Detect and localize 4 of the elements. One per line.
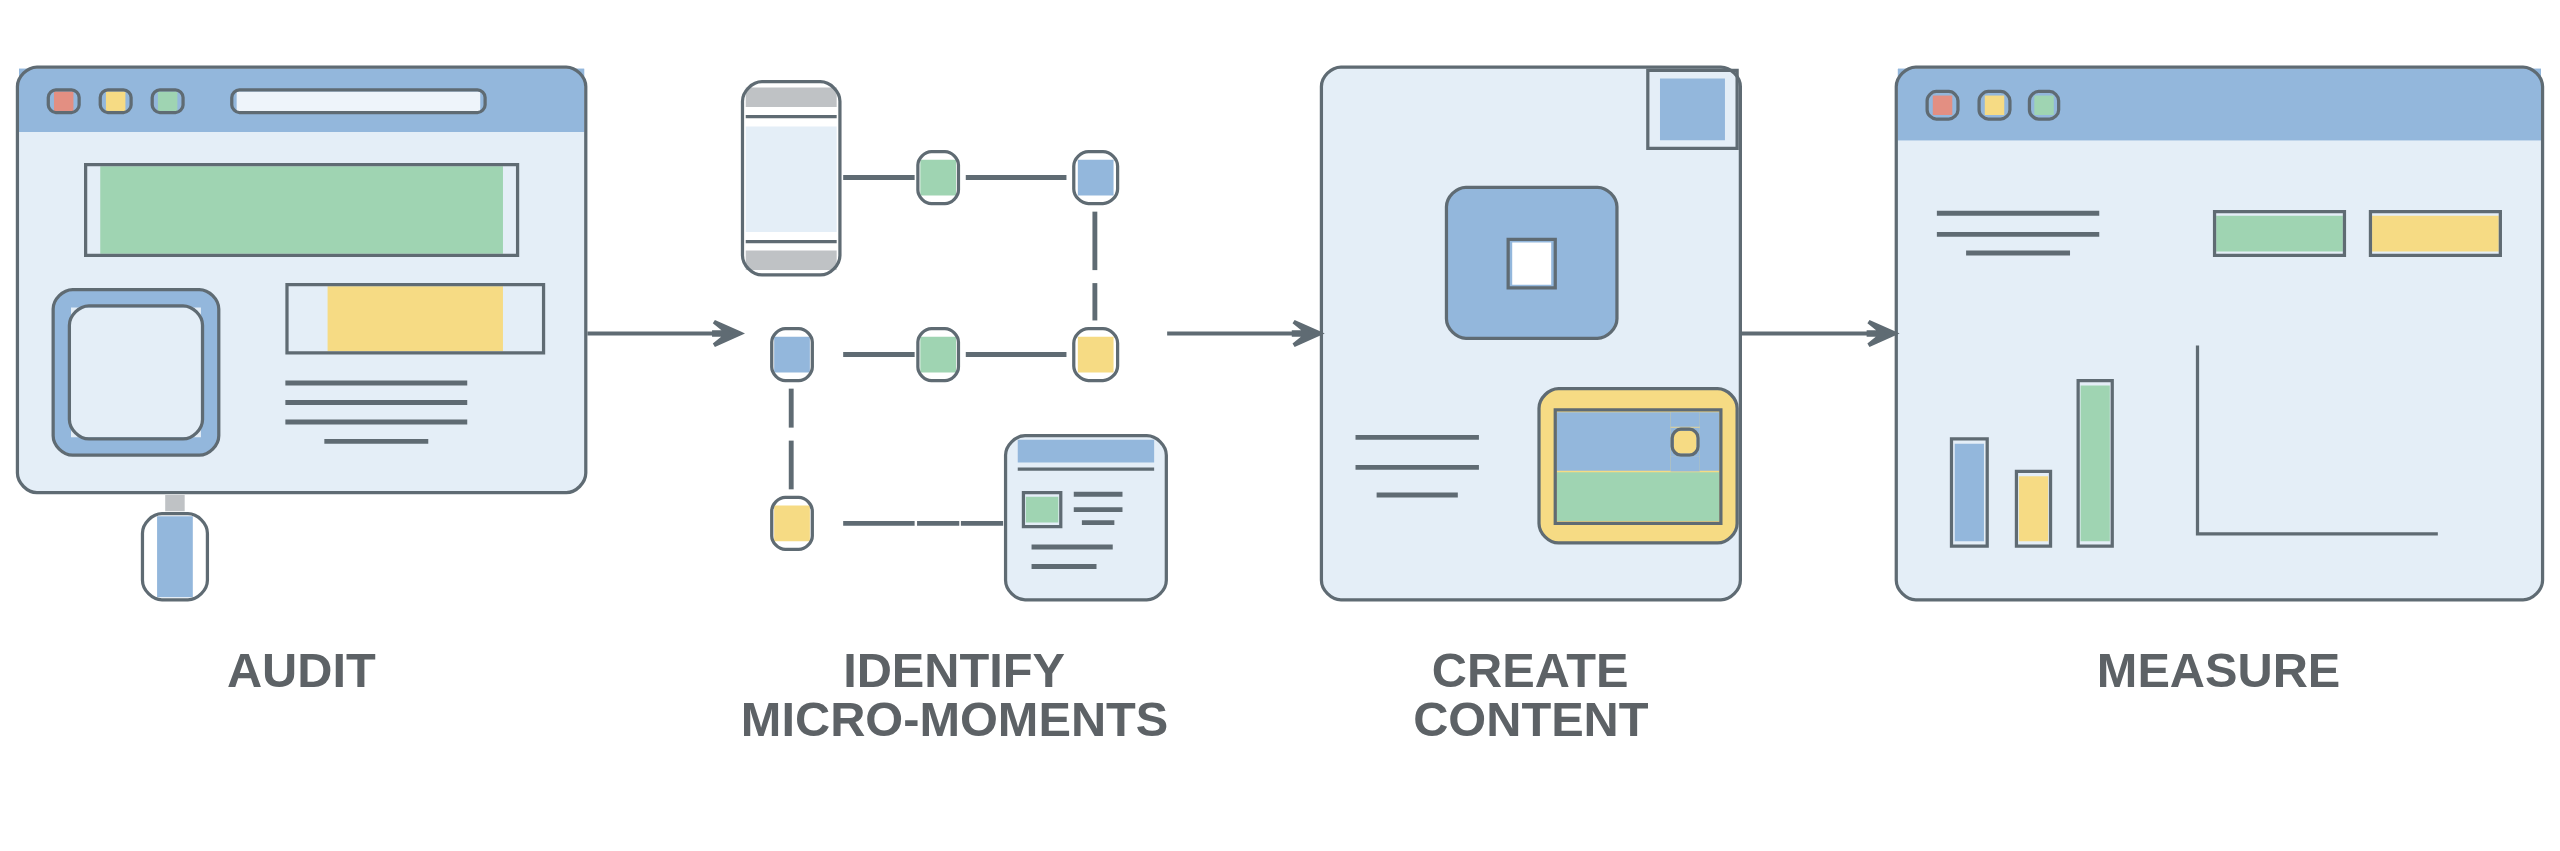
- node-label: IDENTIFY MICRO-MOMENTS: [740, 642, 1169, 746]
- node-label: MEASURE: [2096, 642, 2341, 697]
- node-label: AUDIT: [226, 642, 376, 697]
- node-label: CREATE CONTENT: [1413, 642, 1649, 746]
